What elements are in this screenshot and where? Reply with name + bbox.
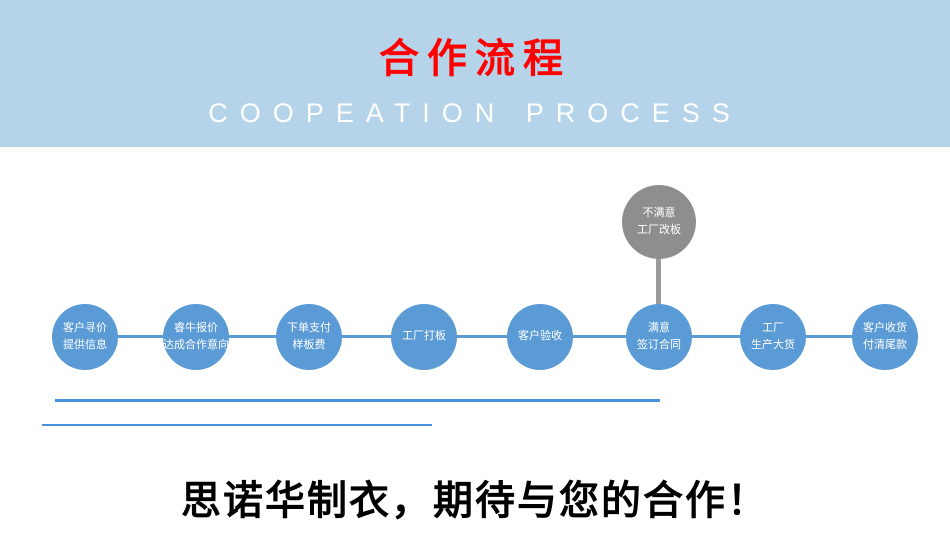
- flow-node-factory-sample: 工厂打板: [391, 304, 457, 370]
- flow-node-sign-contract: 满意 签订合同: [626, 304, 692, 370]
- flow-node-label: 客户验收: [518, 330, 562, 343]
- flow-node-label: 客户收货: [863, 321, 907, 334]
- flow-node-label: 工厂打板: [402, 330, 446, 343]
- flow-node-mass-production: 工厂 生产大货: [740, 304, 806, 370]
- flow-connector-line: [85, 335, 885, 338]
- flow-node-label: 付清尾款: [863, 339, 907, 351]
- flow-node-label: 签订合同: [637, 339, 681, 351]
- footer-slogan: 思诺华制衣，期待与您的合作！: [181, 479, 769, 523]
- flow-node-inquiry: 客户寻价 提供信息: [52, 304, 118, 370]
- flow-node-final-payment: 客户收货 付清尾款: [852, 304, 918, 370]
- flow-node-sample-fee: 下单支付 样板费: [276, 304, 342, 370]
- banner-title: 合作流程: [379, 37, 571, 81]
- flow-node-label: 达成合作意向: [163, 339, 229, 351]
- flow-node-label: 生产大货: [751, 339, 795, 351]
- banner-subtitle: COOPEATION PROCESS: [208, 98, 742, 128]
- flow-node-label: 下单支付: [287, 321, 331, 334]
- flow-node-label: 工厂改板: [637, 224, 681, 236]
- flow-node-quote: 睿牛报价 达成合作意向: [163, 304, 229, 370]
- flow-node-rework: 不满意 工厂改板: [622, 185, 696, 259]
- flow-node-customer-check: 客户验收: [507, 304, 573, 370]
- flow-node-label: 提供信息: [63, 339, 107, 351]
- decorative-line-long: [55, 399, 660, 402]
- branch-connector-line: [656, 256, 661, 306]
- cooperation-flow-diagram: 不满意 工厂改板 客户寻价 提供信息 睿牛报价 达成合作意向 下单支付 样板费 …: [0, 147, 950, 447]
- flow-node-label: 工厂: [762, 321, 784, 334]
- flow-node-label: 样板费: [292, 339, 326, 351]
- flow-node-label: 满意: [648, 321, 670, 334]
- decorative-line-short: [42, 424, 432, 426]
- banner: 合作流程 COOPEATION PROCESS: [0, 0, 950, 147]
- flow-node-label: 不满意: [642, 206, 676, 219]
- flow-node-label: 睿牛报价: [174, 321, 218, 334]
- flow-node-label: 客户寻价: [63, 321, 107, 334]
